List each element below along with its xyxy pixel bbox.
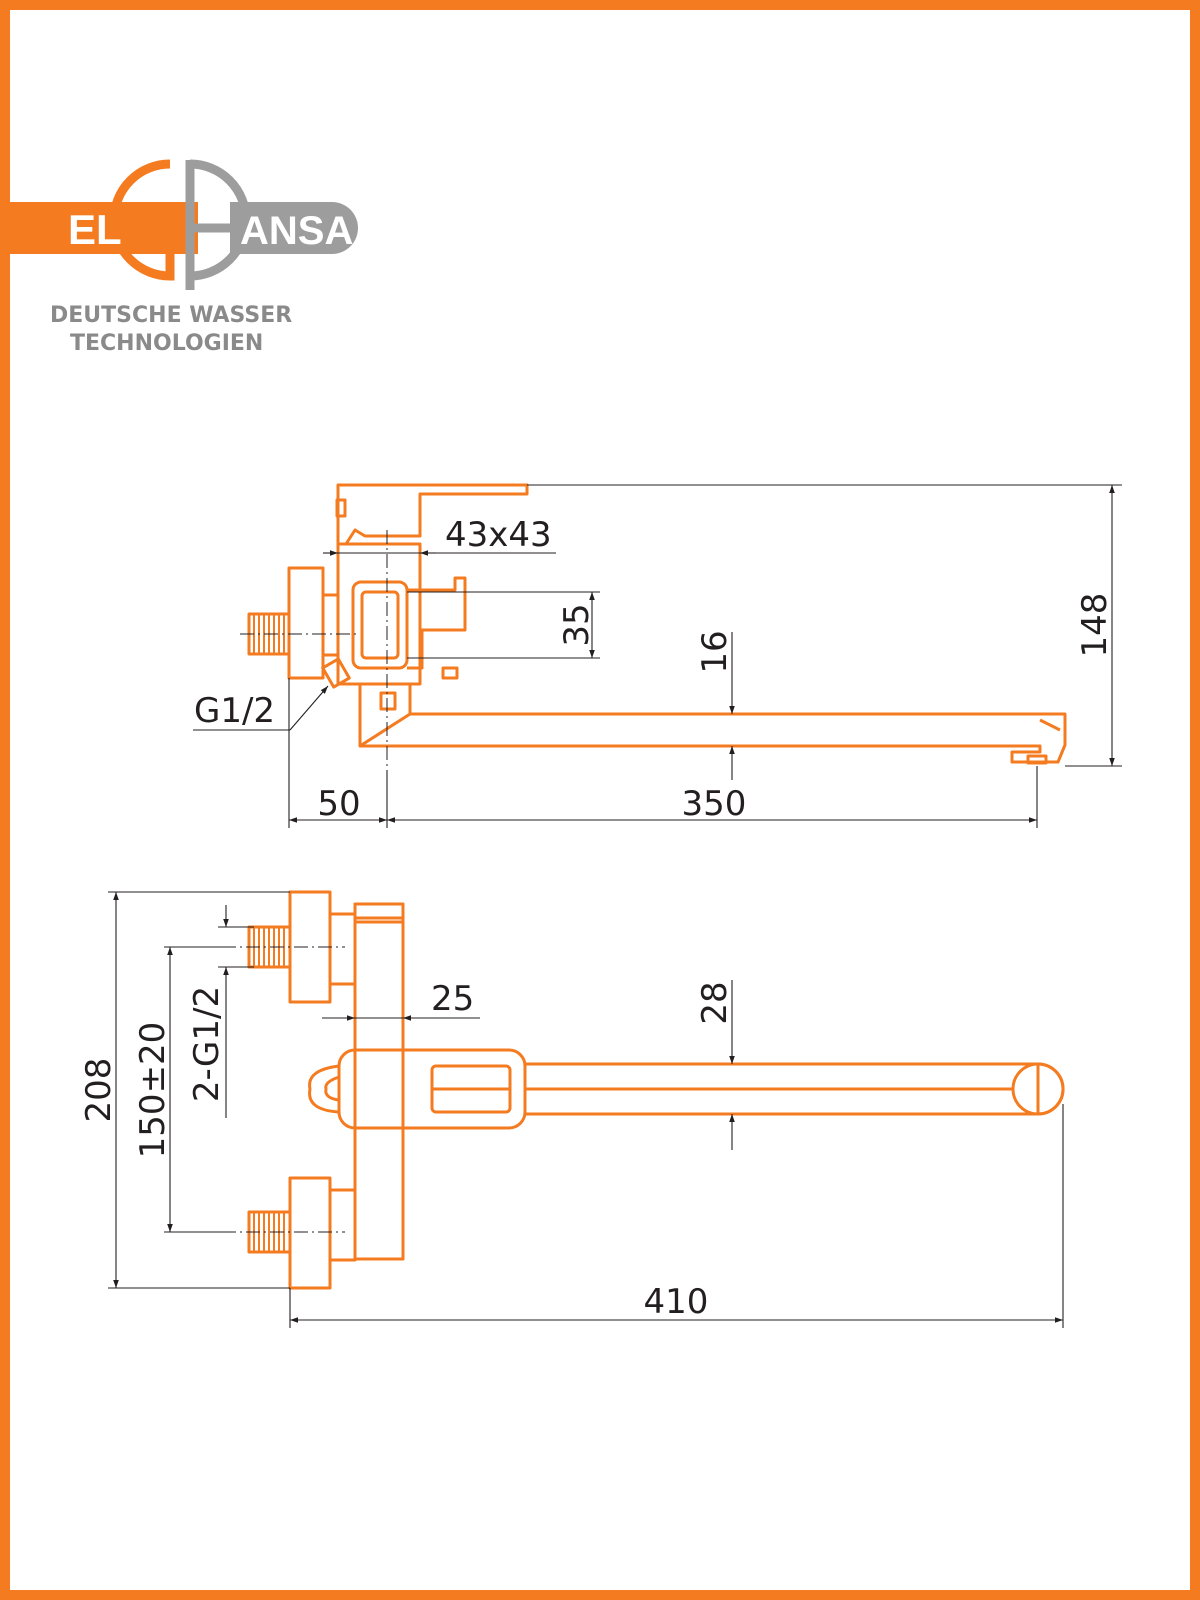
- handle-cap: [335, 498, 347, 518]
- dim-16-label: 16: [695, 630, 735, 673]
- spout: [358, 682, 1067, 764]
- logo-text-ansa: ANSA: [240, 209, 353, 253]
- diverter-knob-inner: [360, 590, 400, 660]
- top-view: 208 150±20 2-G1/2 25 28 410: [79, 890, 1065, 1328]
- body-line: [353, 916, 405, 924]
- dim-35-label: 35: [557, 603, 597, 646]
- aerator: [1026, 754, 1048, 765]
- shower-outlet: [321, 657, 351, 689]
- dim-208-label: 208: [79, 1058, 119, 1123]
- handle-knob: [308, 1064, 340, 1114]
- diverter-lever: [407, 576, 467, 670]
- side-view: 148 43x43 35 16 G1/2 50 350: [193, 483, 1122, 828]
- dim-150-label: 150±20: [133, 1022, 173, 1159]
- dim-28-label: 28: [695, 981, 735, 1024]
- top-view-faucet: [247, 890, 1065, 1290]
- eccentric-flange: [287, 566, 325, 680]
- logo-g-letter: [109, 159, 175, 281]
- eccentric-neck: [321, 593, 340, 657]
- logo-right-bar: [230, 202, 358, 254]
- dim-148-label: 148: [1075, 593, 1115, 658]
- lower-eccentric-neck: [328, 1188, 357, 1262]
- dim-50-label: 50: [317, 784, 360, 824]
- logo-h-arc: [189, 159, 251, 281]
- handle-knob-inner: [324, 1075, 340, 1102]
- mixer-body-top: [353, 902, 405, 1261]
- dim-25-label: 25: [431, 979, 474, 1019]
- tagline-line-1: DEUTSCHE WASSER: [50, 303, 292, 328]
- spout-joint: [359, 712, 411, 748]
- tagline-line-2: TECHNOLOGIEN: [70, 331, 263, 356]
- aerator-edge: [1039, 718, 1061, 732]
- leader-g12-arrow: [289, 685, 329, 731]
- spout-screw: [379, 691, 397, 711]
- dim-43x43-label: 43x43: [445, 515, 552, 555]
- lower-flange: [288, 1176, 332, 1290]
- dim-410-label: 410: [644, 1282, 709, 1322]
- upper-eccentric-neck: [328, 912, 357, 986]
- dim-2g12-label: 2-G1/2: [187, 986, 227, 1102]
- elghansa-logo: EL ANSA DEUTSCHE WASSER TECHNOLOGIEN: [8, 159, 358, 356]
- dim-g12-label: G1/2: [194, 691, 275, 731]
- diverter-knob: [351, 580, 409, 670]
- side-view-faucet: [247, 483, 1067, 765]
- diverter-tip: [441, 666, 459, 680]
- logo-text-el: EL: [68, 206, 122, 253]
- dim-350-label: 350: [682, 784, 747, 824]
